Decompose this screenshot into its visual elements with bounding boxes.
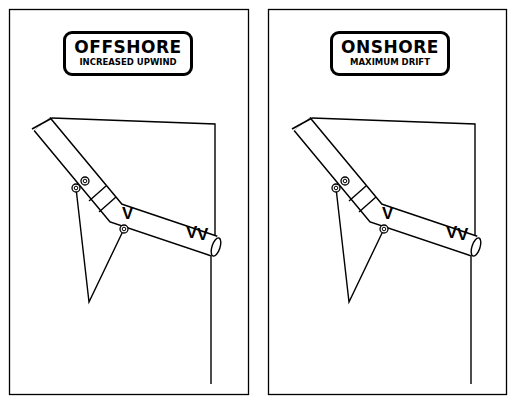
clip-mark: V bbox=[197, 226, 208, 243]
clip-mark: V bbox=[446, 224, 457, 241]
clip-mark: V bbox=[457, 226, 468, 243]
title-box: ONSHOREMAXIMUM DRIFT bbox=[330, 31, 450, 76]
panel-title: ONSHORE bbox=[341, 38, 439, 57]
clip-mark: V bbox=[122, 205, 133, 222]
panel-title: OFFSHORE bbox=[74, 38, 182, 57]
panel-subtitle: MAXIMUM DRIFT bbox=[341, 57, 439, 68]
clip-mark: V bbox=[186, 224, 197, 241]
clip-mark: V bbox=[382, 205, 393, 222]
title-box: OFFSHOREINCREASED UPWIND bbox=[63, 31, 193, 76]
panel-subtitle: INCREASED UPWIND bbox=[74, 57, 182, 68]
